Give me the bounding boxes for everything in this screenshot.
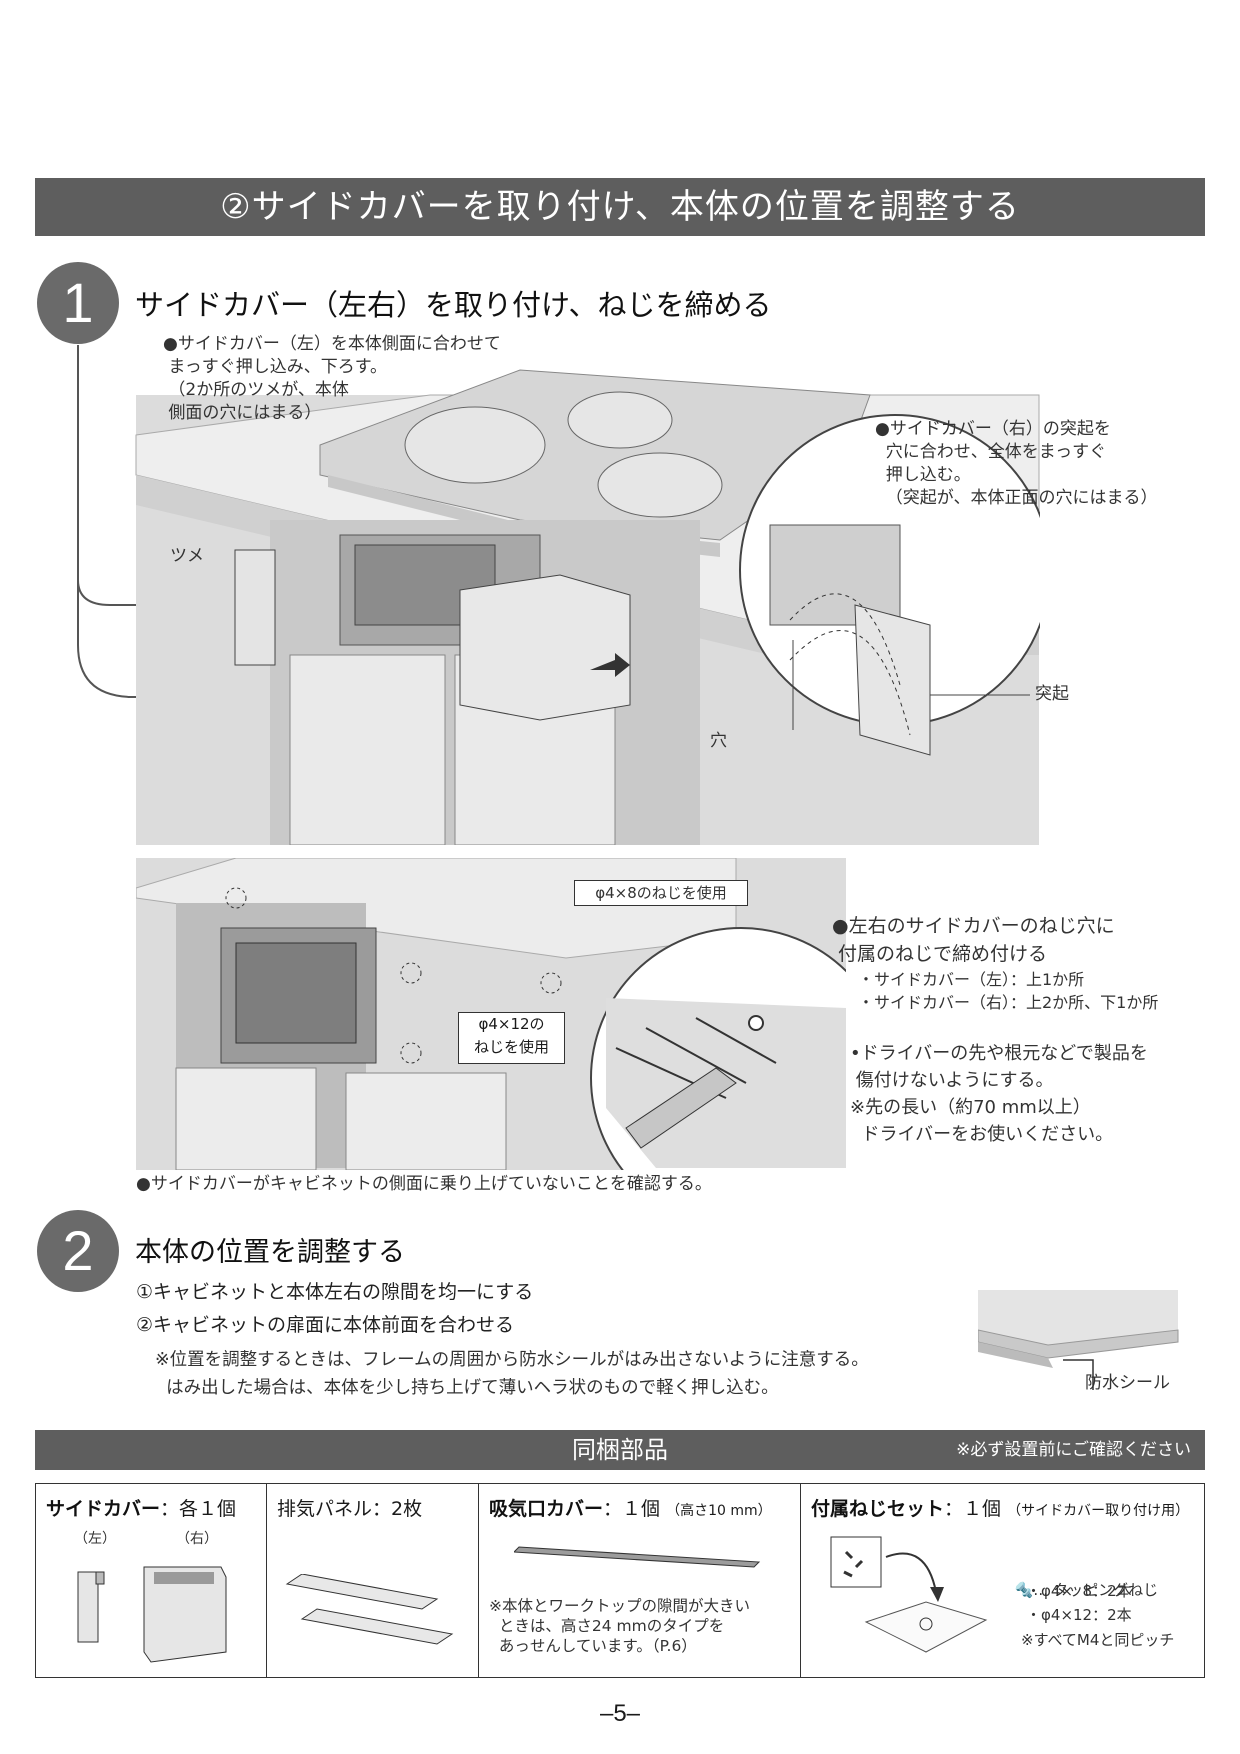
part-side-cover-name: サイドカバー <box>46 1498 161 1520</box>
parts-title: 同梱部品 <box>572 1436 668 1464</box>
callout-screw-4x8: φ4×8のねじを使用 <box>574 880 748 906</box>
part-screw-size-2: ・φ4×12：2本 <box>1026 1606 1132 1624</box>
step-2-item-1: ①キャビネットと本体左右の隙間を均一にする <box>136 1281 534 1303</box>
part-screw-legend: 🔩… タッピングねじ <box>986 1556 1158 1625</box>
part-intake-cover-image <box>514 1546 761 1568</box>
part-screw-pitch: ※すべてM4と同ピッチ <box>1021 1631 1175 1649</box>
part-side-cover-qty: ：各１個 <box>160 1498 237 1520</box>
parts-header: 同梱部品 ※必ず設置前にご確認ください <box>35 1430 1205 1470</box>
label-tokki: 突起 <box>1035 684 1069 704</box>
part-screw-size-1: ・φ4× 8：2本 <box>1026 1582 1132 1600</box>
part-intake-cover: 吸気口カバー：１個 （高さ10 mm） ※本体とワークトップの隙間が大きい とき… <box>479 1484 801 1677</box>
part-screw-set-qty: ：１個 <box>944 1498 1002 1520</box>
part-intake-cover-spec: （高さ10 mm） <box>666 1503 772 1519</box>
step-2-item-2: ②キャビネットの扉面に本体前面を合わせる <box>136 1314 515 1336</box>
side-cover-install-illustration <box>77 345 1040 845</box>
part-screw-set-image <box>830 1536 988 1653</box>
callout-screw-4x12-line2: ねじを使用 <box>473 1038 549 1056</box>
part-side-cover-right-label: （右） <box>176 1531 218 1547</box>
part-exhaust-panel-image <box>285 1574 454 1645</box>
step-1-badge: 1 <box>37 262 119 344</box>
part-screw-legend-text: … タッピングねじ <box>1033 1581 1159 1599</box>
note-driver: •ドライバーの先や根元などで製品を 傷付けないようにする。 ※先の長い（約70 … <box>850 1043 1148 1145</box>
part-exhaust-panel-heading: 排気パネル：2枚 <box>277 1494 422 1521</box>
waterproof-seal-illustration <box>978 1290 1179 1390</box>
step-1-heading: サイドカバー（左右）を取り付け、ねじを締める <box>135 288 772 322</box>
part-exhaust-panel-qty: ：2枚 <box>372 1498 423 1520</box>
part-side-cover-left-label: （左） <box>74 1531 116 1547</box>
page-number: –5– <box>599 1700 641 1727</box>
part-side-cover: サイドカバー：各１個 （左） （右） <box>36 1484 267 1677</box>
parts-table: サイドカバー：各１個 （左） （右） 排気パネル：2枚 吸気口カバー：１個 （高… <box>35 1483 1205 1678</box>
part-exhaust-panel: 排気パネル：2枚 <box>267 1484 479 1677</box>
step-2-note: ※位置を調整するときは、フレームの周囲から防水シールがはみ出さないように注意する… <box>155 1350 869 1398</box>
note-left-cover: ●サイドカバー（左）を本体側面に合わせて まっすぐ押し込み、下ろす。 （2か所の… <box>163 334 501 423</box>
label-waterproof-seal: 防水シール <box>1085 1373 1170 1393</box>
step-2-badge: 2 <box>37 1210 119 1292</box>
tapping-screw-icon: 🔩 <box>1014 1581 1034 1599</box>
note-check: ●サイドカバーがキャビネットの側面に乗り上げていないことを確認する。 <box>136 1174 712 1194</box>
part-intake-cover-note: ※本体とワークトップの隙間が大きい ときは、高さ24 mmのタイプを あっせんし… <box>489 1597 750 1655</box>
note-screws-detail: ・サイドカバー（左）：上1か所 ・サイドカバー（右）：上2か所、下1か所 <box>858 970 1159 1012</box>
section-title: ②サイドカバーを取り付け、本体の位置を調整する <box>35 178 1205 236</box>
part-screw-set: 付属ねじセット：１個 （サイドカバー取り付け用） 🔩… タッピングねじ ・φ4×… <box>801 1484 1204 1677</box>
part-intake-cover-qty: ：１個 <box>603 1498 661 1520</box>
part-side-cover-image <box>77 1566 227 1663</box>
parts-notice: ※必ず設置前にご確認ください <box>956 1440 1191 1460</box>
part-screw-set-name: 付属ねじセット <box>811 1498 945 1520</box>
callout-screw-4x12: φ4×12の ねじを使用 <box>458 1012 565 1064</box>
note-right-cover: ●サイドカバー（右）の突起を 穴に合わせ、全体をまっすぐ 押し込む。 （突起が、… <box>875 419 1158 508</box>
part-screw-set-heading: 付属ねじセット：１個 （サイドカバー取り付け用） <box>811 1494 1189 1521</box>
part-exhaust-panel-name: 排気パネル <box>277 1498 373 1520</box>
label-ana: 穴 <box>710 731 727 751</box>
label-tsume: ツメ <box>170 546 204 566</box>
part-intake-cover-heading: 吸気口カバー：１個 （高さ10 mm） <box>489 1494 772 1521</box>
step-2-heading: 本体の位置を調整する <box>135 1237 405 1268</box>
part-screw-set-spec: （サイドカバー取り付け用） <box>1007 1503 1190 1519</box>
part-side-cover-heading: サイドカバー：各１個 <box>46 1494 236 1521</box>
callout-screw-4x12-line1: φ4×12の <box>478 1015 545 1033</box>
note-screws: ●左右のサイドカバーのねじ穴に 付属のねじで締め付ける <box>832 915 1115 965</box>
part-intake-cover-name: 吸気口カバー <box>489 1498 604 1520</box>
